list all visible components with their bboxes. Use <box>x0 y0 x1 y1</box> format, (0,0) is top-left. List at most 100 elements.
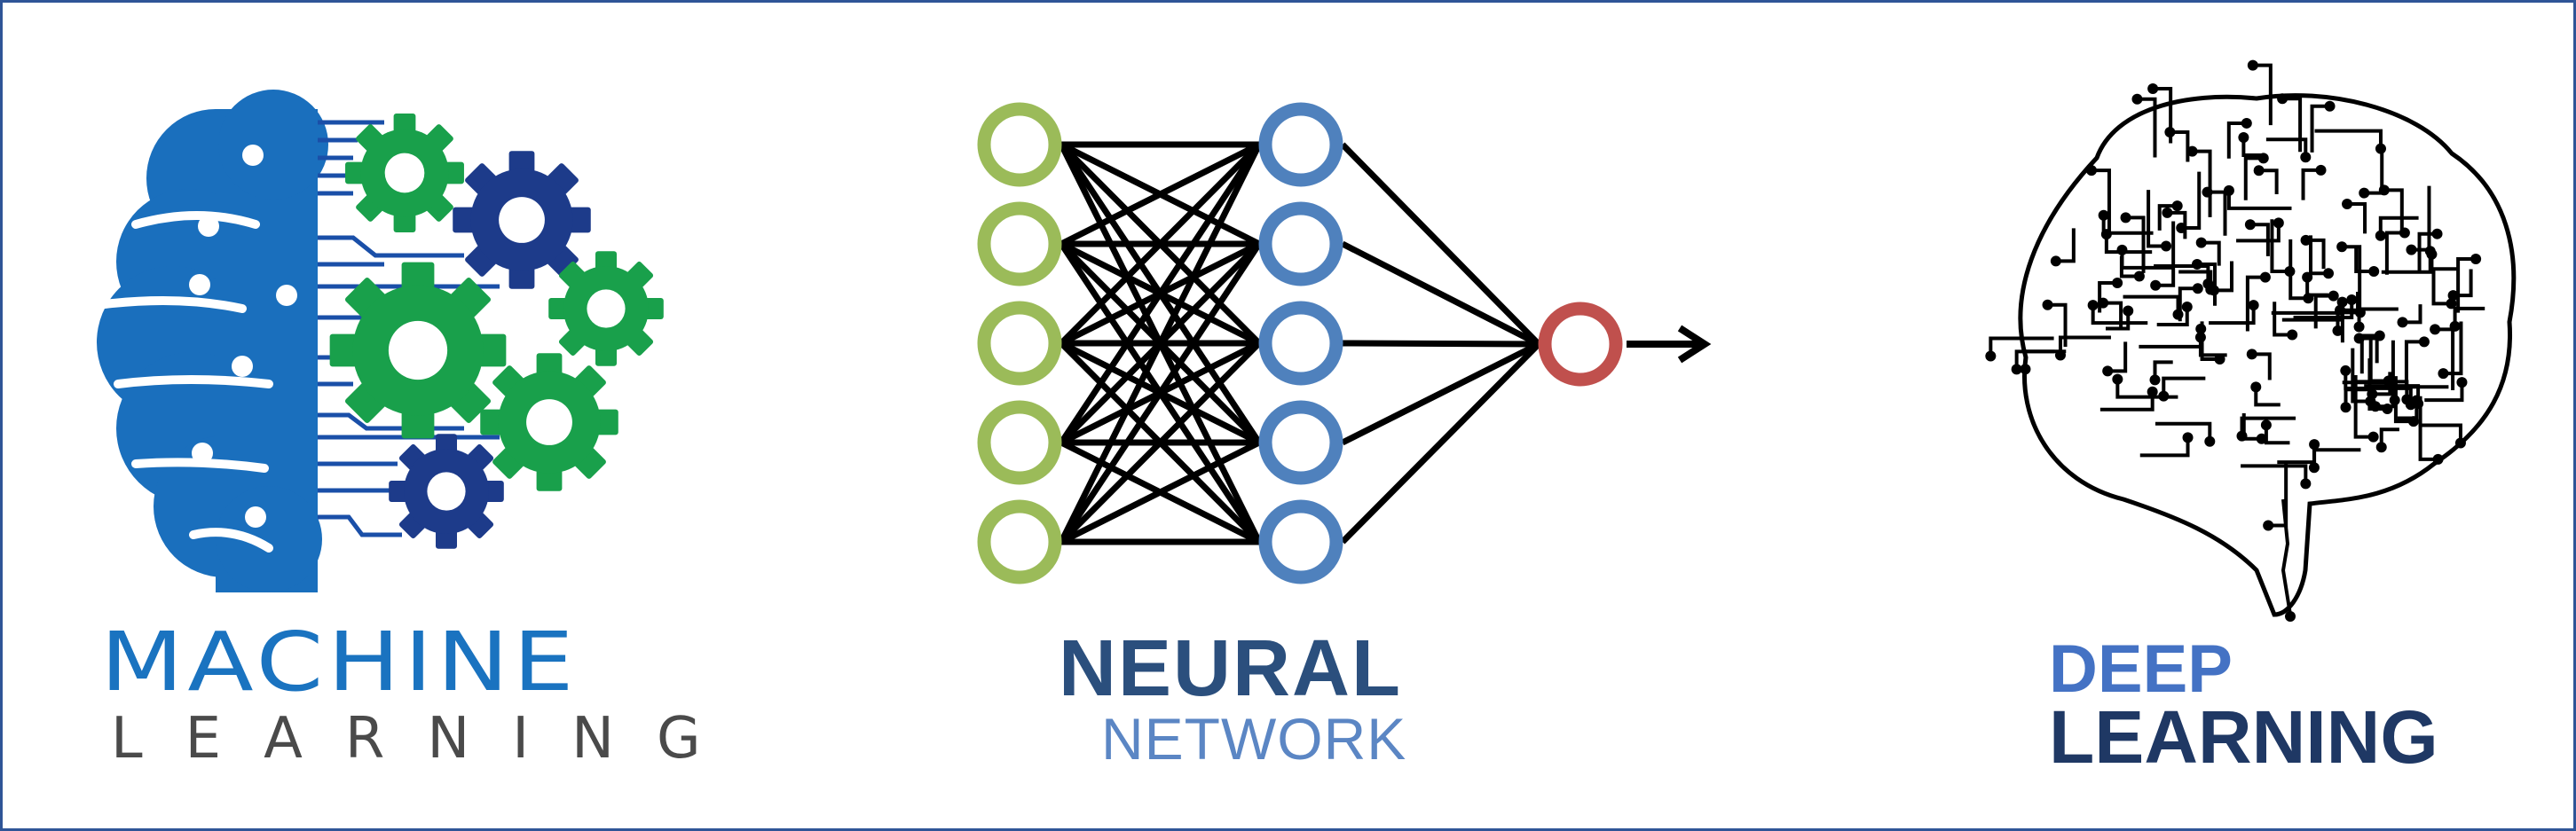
network-edge <box>1059 142 1262 346</box>
circuit-node <box>2171 200 2183 212</box>
circuit-trace <box>2107 341 2128 373</box>
circuit-node <box>2098 209 2109 221</box>
circuit-node <box>2342 199 2353 210</box>
circuit-node <box>2248 300 2259 311</box>
brain-node <box>189 274 210 295</box>
circuit-node <box>2389 395 2400 406</box>
circuit-node <box>2133 270 2145 282</box>
circuit-trace <box>2347 202 2367 234</box>
network-edge <box>1342 340 1540 348</box>
circuit-trace <box>2241 137 2263 157</box>
circuit-node <box>2346 294 2358 305</box>
gear-icon <box>389 434 504 549</box>
circuit-node <box>2340 365 2351 376</box>
circuit-node <box>2309 439 2320 451</box>
circuit-trace <box>2226 121 2247 159</box>
circuit-trace <box>2344 370 2412 390</box>
network-edge <box>1059 341 1262 545</box>
input-node <box>977 499 1062 584</box>
circuit-node <box>2446 298 2457 310</box>
network-edge <box>1341 240 1540 348</box>
circuit-trace <box>2055 228 2076 263</box>
circuit-trace <box>2456 257 2477 313</box>
brain-node <box>232 356 253 377</box>
circuit-trace <box>2213 261 2233 293</box>
circuit-trace <box>2418 396 2438 461</box>
circuit-node <box>2182 432 2194 443</box>
circuit-node <box>2259 271 2271 283</box>
input-node <box>977 201 1062 286</box>
circuit-node <box>2195 323 2207 334</box>
circuit-trace <box>2181 171 2202 230</box>
circuit-trace <box>2115 379 2178 399</box>
circuit-trace <box>2314 129 2383 149</box>
circuit-node <box>2382 403 2393 414</box>
circuit-trace <box>2245 275 2265 332</box>
circuit-node <box>2300 478 2312 490</box>
circuit-node <box>2432 453 2444 465</box>
circuit-node <box>2284 265 2296 277</box>
circuit-node <box>2401 394 2413 405</box>
circuit-node <box>2158 390 2170 402</box>
circuit-node <box>2407 416 2419 427</box>
circuit-node <box>2087 300 2099 311</box>
circuit-node <box>2324 100 2336 112</box>
circuit-node <box>2300 152 2312 163</box>
input-node <box>977 400 1062 485</box>
circuit-node <box>2085 165 2097 176</box>
input-node <box>977 301 1062 386</box>
circuit-trace <box>2254 387 2281 407</box>
circuit-trace <box>2305 238 2326 270</box>
circuit-node <box>2164 126 2176 137</box>
network-nodes <box>977 102 1623 584</box>
circuit-node <box>2430 324 2441 335</box>
circuit-trace <box>2155 421 2212 442</box>
circuit-trace <box>2240 416 2296 436</box>
brain-groove <box>131 211 260 229</box>
circuit-trace <box>2014 349 2055 370</box>
circuit-trace <box>2058 335 2111 356</box>
circuit-trace <box>2435 327 2455 390</box>
circuit-trace <box>2157 204 2178 231</box>
circuit-traces <box>1989 63 2517 617</box>
circuit-node <box>2413 398 2424 410</box>
circuit-node <box>2147 83 2159 95</box>
circuit-node <box>2353 321 2365 333</box>
circuit-node <box>2172 309 2184 320</box>
circuit-trace <box>2270 219 2290 273</box>
circuit-trace <box>2139 328 2203 349</box>
circuit-node <box>2150 279 2162 291</box>
circuit-node <box>2176 222 2187 233</box>
circuit-trace <box>2236 223 2281 243</box>
neural-title: NEURAL <box>1059 624 1402 713</box>
learning-subtitle: LEARNING <box>111 706 744 772</box>
machine-title: MACHINE <box>100 615 579 709</box>
circuit-node <box>2383 375 2394 387</box>
circuit-trace <box>2154 264 2210 285</box>
network-edge <box>1340 341 1541 545</box>
network-edge <box>1059 242 1262 544</box>
circuit-node <box>2161 240 2172 252</box>
circuit-node <box>2277 93 2288 105</box>
circuit-node <box>2186 145 2198 157</box>
circuit-node <box>2257 153 2269 164</box>
circuit-trace <box>2123 294 2180 315</box>
circuit-node <box>2192 258 2203 270</box>
circuit-node <box>2236 430 2248 442</box>
circuit-node <box>2247 59 2258 71</box>
circuit-brain-icon <box>1985 59 2517 622</box>
network-subtitle: NETWORK <box>1101 706 1407 772</box>
circuit-node <box>2241 117 2252 129</box>
circuit-node <box>2100 229 2112 240</box>
circuit-trace <box>2310 104 2330 153</box>
circuit-node <box>2354 307 2366 318</box>
circuit-trace <box>2301 168 2321 200</box>
circuit-node <box>2149 374 2161 386</box>
circuit-node <box>2253 165 2265 176</box>
circuit-node <box>1985 350 1997 362</box>
circuit-trace <box>2105 310 2131 331</box>
circuit-node <box>2470 254 2482 265</box>
circuit-node <box>2456 377 2468 388</box>
circuit-node <box>2418 336 2430 348</box>
